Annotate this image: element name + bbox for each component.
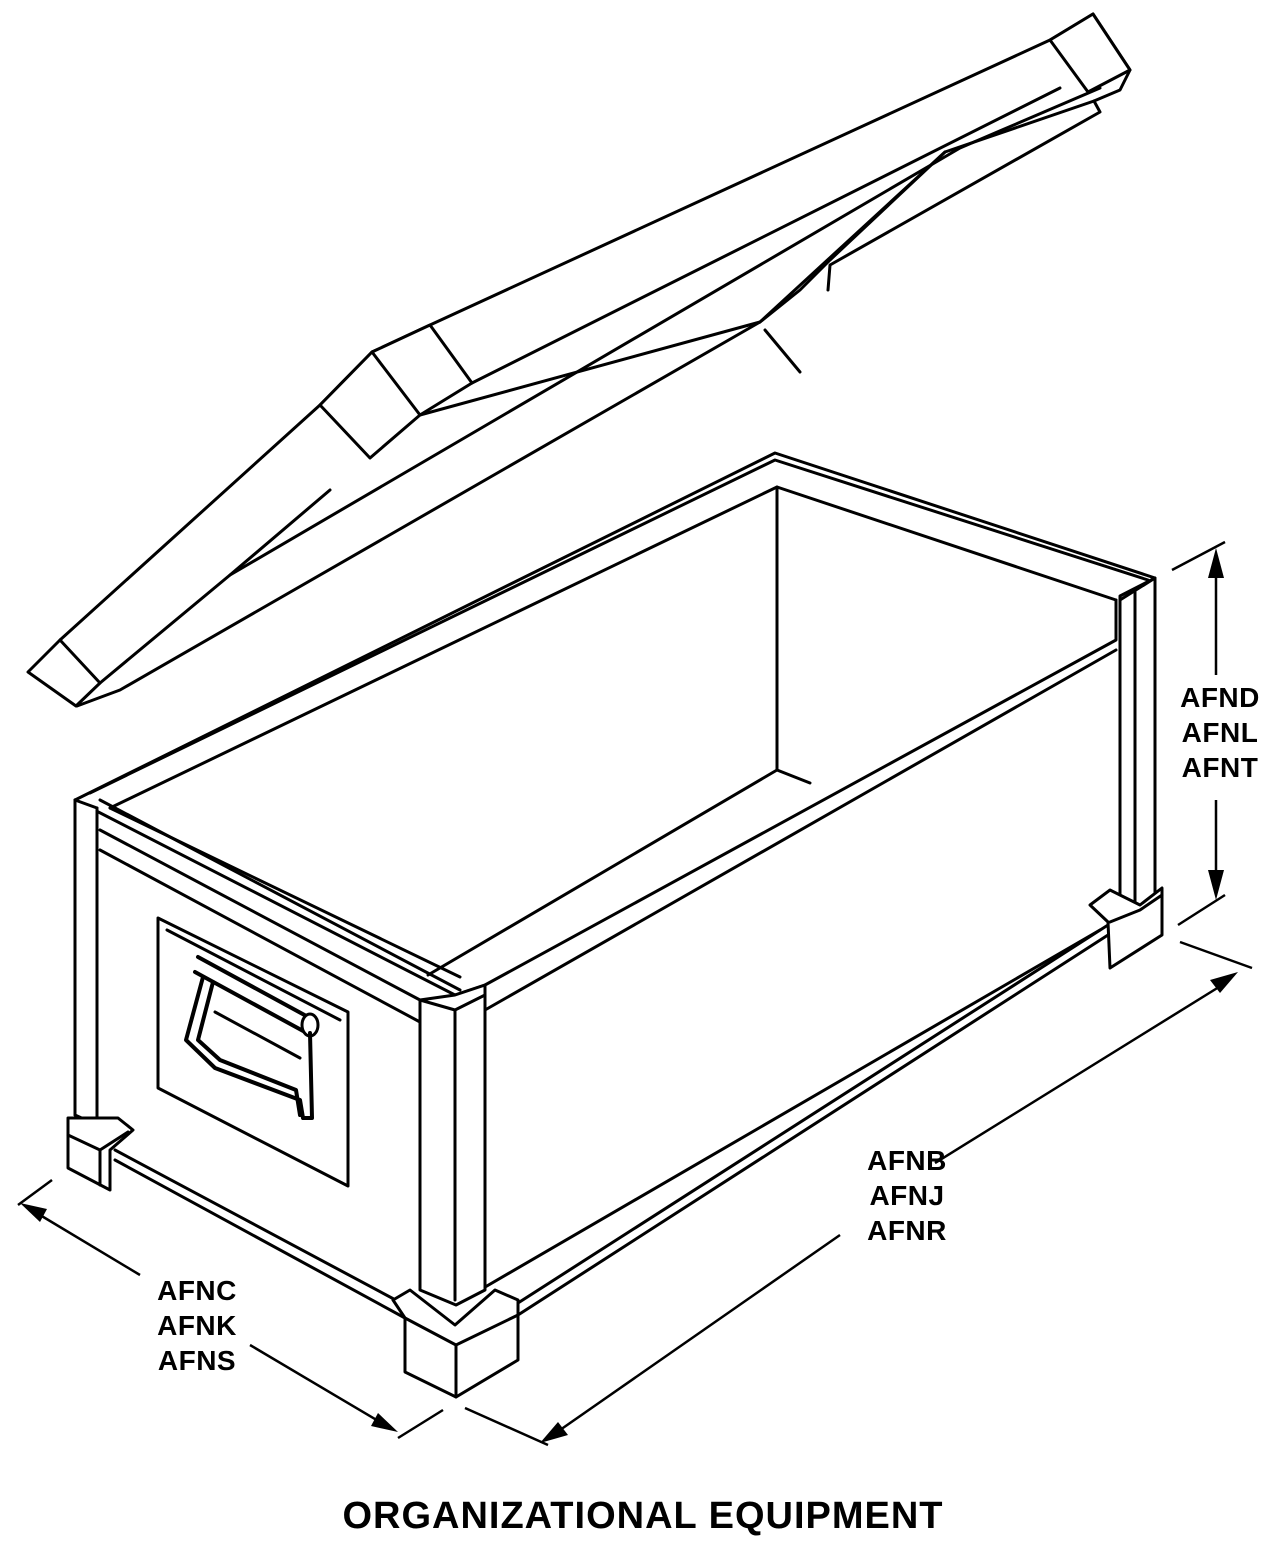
length-code-1: AFNB xyxy=(867,1145,947,1176)
length-arrow-top xyxy=(1210,972,1238,993)
height-arrow-bottom xyxy=(1208,870,1224,900)
width-arrow-left xyxy=(20,1203,47,1222)
width-code-3: AFNS xyxy=(157,1345,237,1376)
width-code-2: AFNK xyxy=(157,1310,237,1341)
width-arrow-right xyxy=(371,1413,398,1432)
length-code-3: AFNR xyxy=(867,1215,947,1246)
figure-caption: ORGANIZATIONAL EQUIPMENT xyxy=(342,1495,944,1537)
chest-body xyxy=(66,451,1164,1399)
height-label: AFND AFNL AFNT xyxy=(1165,680,1275,785)
length-label: AFNB AFNJ AFNR xyxy=(852,1143,962,1248)
height-dimension xyxy=(1171,540,1226,927)
height-code-1: AFND xyxy=(1180,682,1260,713)
length-dimension xyxy=(464,940,1253,1447)
width-label: AFNC AFNK AFNS xyxy=(142,1273,252,1378)
height-arrow-top xyxy=(1208,548,1224,578)
width-dimension xyxy=(17,1178,444,1440)
chest-lid xyxy=(26,12,1132,708)
width-code-1: AFNC xyxy=(157,1275,237,1306)
height-code-2: AFNL xyxy=(1181,717,1259,748)
height-code-3: AFNT xyxy=(1181,752,1259,783)
length-code-2: AFNJ xyxy=(869,1180,945,1211)
length-arrow-bottom xyxy=(540,1422,568,1443)
